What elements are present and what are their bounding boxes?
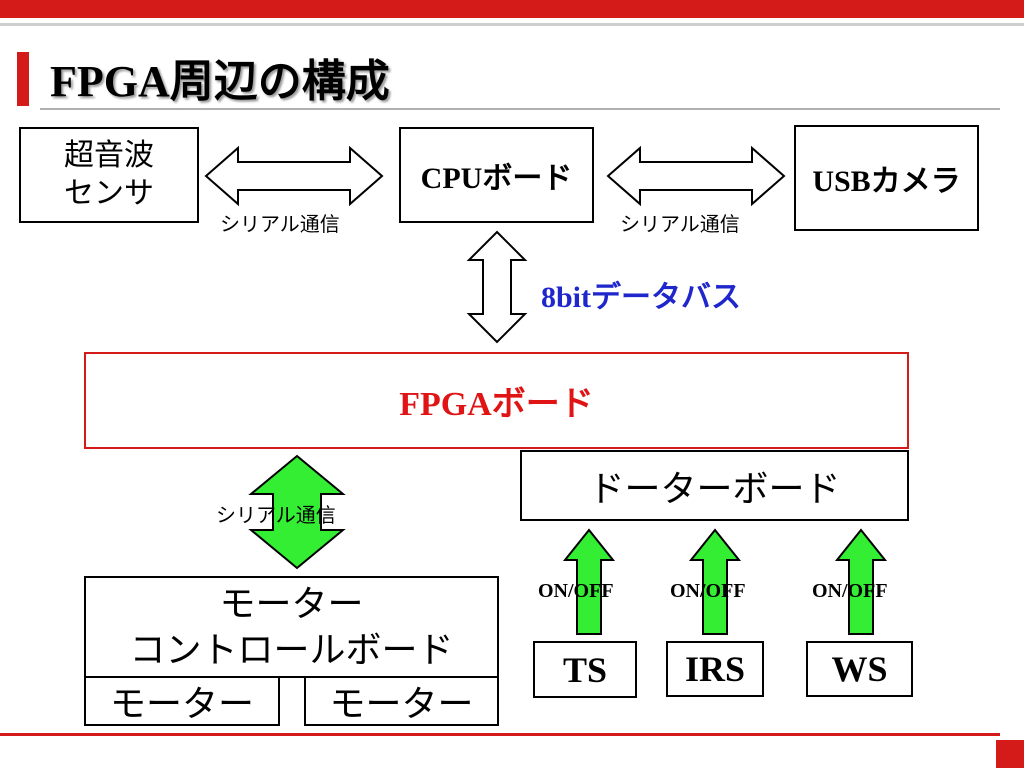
onoff-label-irs: ON/OFF: [670, 580, 746, 602]
cpu-board-box: CPUボード: [399, 127, 594, 223]
top-gray-line: [0, 23, 1024, 26]
serial-arrow-sensor-cpu: [204, 145, 384, 207]
data-bus-label: 8bitデータバス: [541, 281, 742, 314]
cpu-board-label: CPUボード: [420, 162, 573, 195]
sensor-irs-label: IRS: [684, 649, 746, 689]
onoff-label-ts: ON/OFF: [538, 580, 614, 602]
sensor-ws-box: WS: [806, 641, 913, 697]
sensor-ts-box: TS: [533, 641, 637, 698]
daughter-board-box: ドーターボード: [520, 450, 909, 521]
ultrasonic-sensor-box: 超音波 センサ: [19, 127, 199, 223]
sensor-ws-label: WS: [831, 649, 888, 689]
ultrasonic-sensor-line-2: センサ: [64, 177, 154, 210]
motor-controller-box: モーター コントロールボード: [84, 576, 499, 678]
title-accent-bar: [17, 52, 29, 106]
sensor-irs-box: IRS: [666, 641, 764, 697]
motor-controller-line-1: モーター: [219, 584, 364, 624]
onoff-arrow-ws: [834, 528, 888, 635]
footer-red-line: [0, 733, 1000, 736]
motor-left-box: モーター: [84, 676, 280, 726]
onoff-label-ws: ON/OFF: [812, 580, 888, 602]
page-title: FPGA周辺の構成: [50, 57, 390, 106]
footer-red-square: [996, 740, 1024, 768]
usb-camera-box: USBカメラ: [794, 125, 979, 231]
onoff-arrow-ts: [562, 528, 616, 635]
fpga-board-label: FPGAボード: [399, 386, 594, 423]
serial-arrow-cpu-camera: [606, 145, 786, 207]
onoff-arrow-irs: [688, 528, 742, 635]
daughter-board-label: ドーターボード: [588, 468, 841, 509]
title-underline: [40, 108, 1000, 110]
ultrasonic-sensor-line-1: 超音波: [64, 139, 154, 172]
motor-left-label: モーター: [109, 684, 254, 724]
top-red-bar: [0, 0, 1024, 18]
sensor-ts-label: TS: [562, 649, 608, 690]
fpga-board-box: FPGAボード: [84, 352, 909, 449]
motor-right-box: モーター: [304, 676, 499, 726]
motor-controller-line-2: コントロールボード: [129, 630, 454, 670]
serial-label-cpu-camera: シリアル通信: [620, 214, 740, 236]
data-bus-arrow: [466, 230, 528, 344]
serial-label-sensor-cpu: シリアル通信: [220, 214, 340, 236]
motor-right-label: モーター: [329, 684, 474, 724]
serial-arrow-fpga-motor: [248, 454, 346, 570]
usb-camera-label: USBカメラ: [812, 165, 961, 198]
serial-label-fpga-motor: シリアル通信: [216, 505, 336, 527]
